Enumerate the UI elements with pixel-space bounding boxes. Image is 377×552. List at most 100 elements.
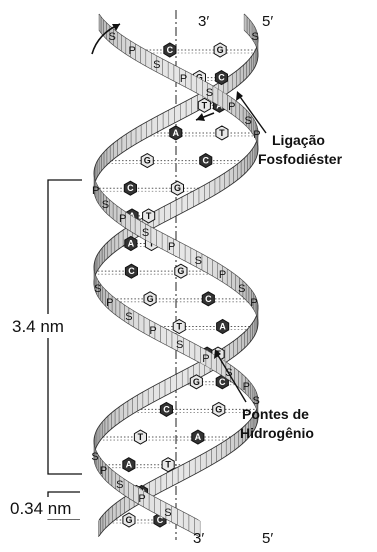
sugar-letter: S bbox=[91, 451, 98, 463]
strand-1-segment bbox=[168, 62, 174, 81]
base-label: T bbox=[165, 460, 171, 470]
strand-2-segment bbox=[213, 260, 218, 279]
phosphodiester-label-line2: Fosfodiéster bbox=[258, 151, 343, 167]
phosphate-letter: P bbox=[128, 45, 135, 57]
bottom-left-strand-end: 3′ bbox=[193, 530, 204, 547]
strand-1-segment bbox=[104, 20, 107, 39]
strand-2-segment bbox=[129, 482, 134, 501]
strand-1-segment bbox=[146, 50, 151, 69]
strand-1-segment bbox=[161, 326, 167, 345]
sugar-letter: S bbox=[153, 59, 160, 71]
phosphate-letter: P bbox=[138, 493, 145, 505]
sugar-letter: S bbox=[245, 115, 252, 127]
strand-2-segment bbox=[135, 218, 140, 237]
strand-1-segment bbox=[174, 65, 180, 84]
strand-1-segment bbox=[116, 299, 120, 318]
strand-1-segment bbox=[240, 104, 243, 123]
strand-2-segment bbox=[183, 512, 189, 531]
strand-1-segment bbox=[162, 59, 168, 78]
sugar-letter: S bbox=[125, 311, 132, 323]
strand-2-segment bbox=[227, 269, 231, 288]
sugar-letter: S bbox=[176, 339, 183, 351]
sugar-letter: S bbox=[252, 31, 259, 43]
sugar-letter: S bbox=[195, 255, 202, 267]
phosphate-letter: P bbox=[106, 297, 113, 309]
base-label: G bbox=[125, 515, 132, 525]
base-label: A bbox=[219, 321, 226, 331]
base-label: C bbox=[202, 156, 209, 166]
sugar-letter: S bbox=[206, 87, 213, 99]
strand-1-segment bbox=[134, 311, 139, 330]
helix-turn-measurement: 3.4 nm bbox=[12, 317, 64, 336]
base-label: C bbox=[167, 45, 174, 55]
phosphate-letter: P bbox=[219, 269, 226, 281]
strand-2-segment bbox=[109, 467, 112, 486]
base-label: G bbox=[215, 404, 222, 414]
base-label: T bbox=[202, 100, 208, 110]
strand-2-segment bbox=[177, 509, 183, 528]
strand-2-segment bbox=[162, 233, 168, 252]
strand-1-segment bbox=[99, 14, 101, 33]
top-left-strand-end: 3′ bbox=[198, 13, 209, 30]
phosphate-letter: P bbox=[202, 353, 209, 365]
phosphate-letter: P bbox=[180, 73, 187, 85]
base-label: C bbox=[205, 294, 212, 304]
strand-1-segment bbox=[120, 302, 124, 321]
phosphodiester-label-line1: Ligação bbox=[272, 132, 325, 148]
strand-1-segment bbox=[101, 17, 104, 36]
base-label: G bbox=[177, 266, 184, 276]
base-label: T bbox=[138, 432, 144, 442]
strand-2-segment bbox=[247, 17, 250, 36]
strand-2-segment bbox=[244, 14, 247, 33]
strand-1-segment bbox=[184, 338, 190, 357]
sugar-letter: S bbox=[116, 479, 123, 491]
base-label: A bbox=[173, 128, 180, 138]
phosphate-letter: P bbox=[228, 101, 235, 113]
strand-1-segment bbox=[166, 329, 172, 348]
base-label: G bbox=[217, 45, 224, 55]
strand-2-segment bbox=[149, 494, 155, 513]
phosphate-letter: P bbox=[149, 325, 156, 337]
base-label: C bbox=[128, 266, 135, 276]
strand-1-segment bbox=[117, 32, 121, 51]
strand-2-segment bbox=[113, 203, 117, 222]
strand-1-segment bbox=[191, 74, 197, 93]
strand-1-segment bbox=[213, 86, 218, 105]
sugar-letter: S bbox=[164, 507, 171, 519]
base-label: A bbox=[126, 460, 133, 470]
strand-1-segment bbox=[223, 92, 228, 111]
hydrogen-bond-label-line1: Pontes de bbox=[242, 406, 309, 422]
sugar-letter: S bbox=[142, 227, 149, 239]
phosphate-letter: P bbox=[100, 465, 107, 477]
hydrogen-bond-label-line2: Hidrogênio bbox=[240, 425, 314, 441]
phosphate-letter: P bbox=[250, 297, 257, 309]
base-label: T bbox=[219, 128, 225, 138]
strand-2-segment bbox=[155, 497, 161, 516]
phosphate-letter: P bbox=[253, 129, 260, 141]
sugar-letter: S bbox=[94, 283, 101, 295]
base-label: G bbox=[193, 377, 200, 387]
strand-1-segment bbox=[236, 101, 240, 120]
base-label: T bbox=[176, 321, 182, 331]
strand-1-segment bbox=[135, 44, 140, 63]
base-label: C bbox=[163, 404, 170, 414]
strand-2-segment bbox=[110, 200, 114, 219]
base-label: C bbox=[218, 73, 225, 83]
sugar-letter: S bbox=[238, 283, 245, 295]
strand-2-segment bbox=[246, 284, 249, 303]
base-label: G bbox=[174, 183, 181, 193]
base-label: G bbox=[147, 294, 154, 304]
phosphate-letter: P bbox=[119, 213, 126, 225]
phosphate-letter: P bbox=[92, 185, 99, 197]
sugar-letter: S bbox=[108, 31, 115, 43]
base-spacing-measurement: 0.34 nm bbox=[10, 499, 71, 518]
strand-1-segment bbox=[189, 341, 195, 360]
strand-2-segment bbox=[172, 506, 178, 525]
strand-1-segment bbox=[139, 314, 144, 333]
strand-2-segment bbox=[126, 212, 131, 231]
strand-2-segment bbox=[157, 230, 163, 249]
base-label: A bbox=[128, 239, 135, 249]
base-label: A bbox=[195, 432, 202, 442]
